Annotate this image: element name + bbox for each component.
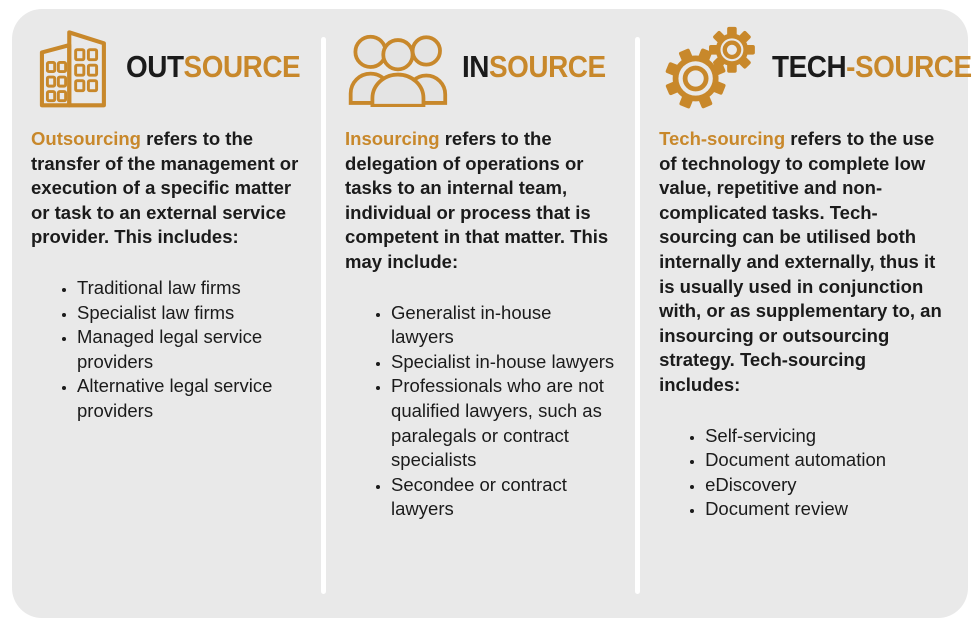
tech-source-intro-text: refers to the use of technology to compl… — [659, 128, 942, 395]
insource-title: INSOURCE — [462, 49, 606, 85]
column-tech-source: TECH-SOURCE Tech-sourcing refers to the … — [640, 9, 972, 618]
tech-source-bullet-list: Self-servicing Document automation eDisc… — [659, 424, 948, 522]
column-outsource: OUTSOURCE Outsourcing refers to the tran… — [12, 9, 321, 618]
list-item: Alternative legal service providers — [77, 374, 301, 423]
list-item: Document review — [705, 497, 948, 522]
outsource-title: OUTSOURCE — [126, 49, 301, 85]
insource-bullet-list: Generalist in-house lawyers Specialist i… — [345, 301, 615, 522]
list-item: Secondee or contract lawyers — [391, 473, 615, 522]
outsource-intro: Outsourcing refers to the transfer of th… — [31, 127, 301, 250]
tech-source-header: TECH-SOURCE — [659, 21, 972, 113]
gears-icon — [659, 24, 759, 110]
column-divider — [635, 37, 641, 594]
tech-source-lead-word: Tech-sourcing — [659, 128, 786, 149]
list-item: eDiscovery — [705, 473, 948, 498]
people-icon — [345, 27, 449, 107]
list-item: Specialist in-house lawyers — [391, 350, 615, 375]
column-divider — [321, 37, 327, 594]
list-item: Generalist in-house lawyers — [391, 301, 615, 350]
outsource-intro-text: refers to the transfer of the management… — [31, 128, 299, 248]
list-item: Managed legal service providers — [77, 325, 301, 374]
tech-source-intro: Tech-sourcing refers to the use of techn… — [659, 127, 948, 398]
outsource-header: OUTSOURCE — [31, 21, 301, 113]
outsource-title-black: OUT — [126, 49, 184, 84]
insource-header: INSOURCE — [345, 21, 615, 113]
insource-intro-text: refers to the delegation of operations o… — [345, 128, 609, 272]
insource-title-accent: SOURCE — [489, 49, 606, 84]
list-item: Document automation — [705, 448, 948, 473]
outsource-title-accent: SOURCE — [183, 49, 301, 84]
outsource-bullet-list: Traditional law firms Specialist law fir… — [31, 276, 301, 424]
insource-title-black: IN — [462, 49, 490, 84]
comparison-card: OUTSOURCE Outsourcing refers to the tran… — [12, 9, 972, 618]
list-item: Specialist law firms — [77, 301, 301, 326]
list-item: Professionals who are not qualified lawy… — [391, 374, 615, 472]
list-item: Traditional law firms — [77, 276, 301, 301]
tech-source-title-black: TECH — [772, 49, 847, 84]
tech-source-title-accent: -SOURCE — [846, 49, 972, 84]
building-icon — [31, 24, 113, 110]
column-insource: INSOURCE Insourcing refers to the delega… — [326, 9, 635, 618]
insource-intro: Insourcing refers to the delegation of o… — [345, 127, 615, 275]
insource-lead-word: Insourcing — [345, 128, 440, 149]
tech-source-title: TECH-SOURCE — [772, 49, 972, 85]
list-item: Self-servicing — [705, 424, 948, 449]
outsource-lead-word: Outsourcing — [31, 128, 141, 149]
